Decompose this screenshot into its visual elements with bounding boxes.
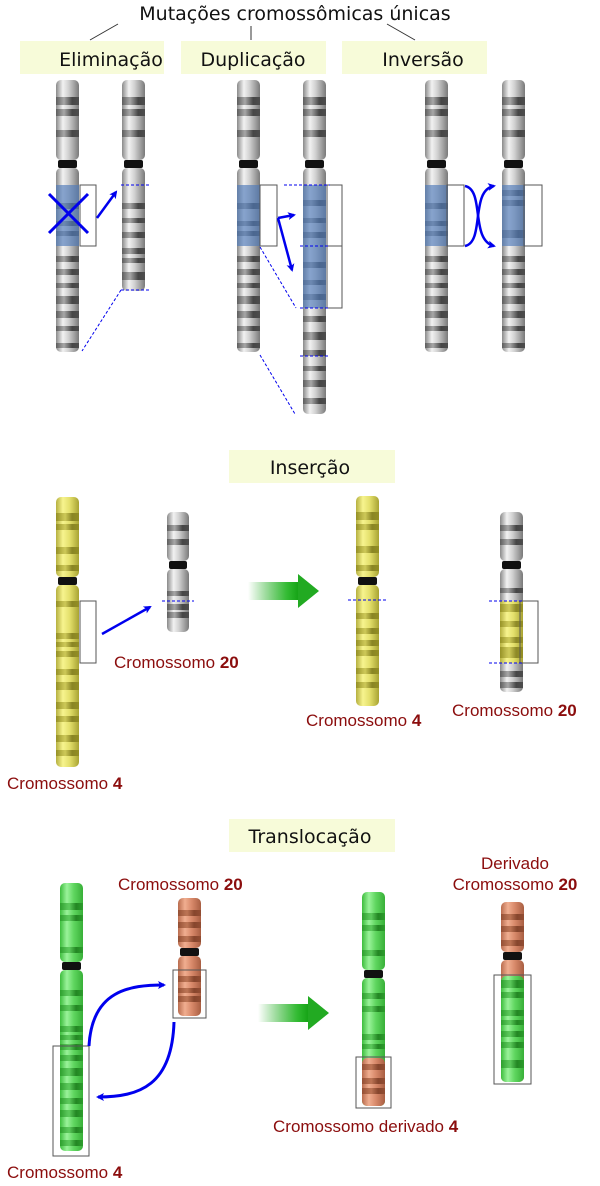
translocation-box-chr4-source: [52, 1045, 90, 1157]
centromere: [62, 962, 81, 970]
insertion-process-arrow: [248, 574, 319, 608]
insertion-arrow: [101, 605, 152, 636]
inversion-arrow-down: [464, 184, 496, 249]
translocation-box-chr20-source: [172, 969, 207, 1019]
insertion-label-chr20-result: Cromossomo 20: [452, 701, 577, 720]
chromosome-inverted: [502, 80, 525, 352]
centromere: [58, 160, 77, 168]
chromosome-normal-deletion: [56, 80, 79, 352]
centromere: [364, 970, 383, 978]
duplication-arrow-2: [276, 217, 295, 272]
translocation-label-chr20-source: Cromossomo 20: [118, 875, 243, 894]
inversion-bracket-left: [446, 184, 465, 247]
centromere: [239, 160, 258, 168]
centromere: [58, 577, 77, 585]
translocation-label-chr4-source: Cromossomo 4: [7, 1163, 123, 1182]
centromere: [124, 160, 143, 168]
centromere: [504, 160, 523, 168]
deletion-arrow: [95, 190, 118, 219]
insertion-bracket-source: [79, 600, 97, 664]
insertion-label-chr20-source: Cromossomo 20: [114, 653, 239, 672]
centromere: [305, 160, 324, 168]
highlighted-segment: [237, 185, 260, 246]
translocation-label-derived-chr20: Cromossomo 20: [453, 875, 578, 894]
chromosome-4-derived: [362, 892, 385, 1106]
header-deletion: Eliminação: [59, 49, 163, 71]
header-box-deletion: [20, 41, 164, 74]
duplication-bracket-1: [326, 184, 343, 247]
chromosome-4-insertion-result: [356, 496, 379, 706]
centromere: [358, 577, 377, 585]
highlighted-segment: [502, 185, 525, 246]
duplication-dash-diag-2: [259, 354, 296, 415]
header-box-translocation: [229, 819, 395, 852]
header-box-insertion: [229, 450, 395, 483]
inversion-arrow-up: [464, 183, 496, 248]
chromosome-duplicated: [303, 80, 326, 414]
centromere: [502, 561, 521, 569]
translocation-arrow-to-chr4: [96, 1021, 176, 1101]
chromosome-normal-duplication: [237, 80, 260, 352]
translocation-label-derived-chr20-line1: Derivado: [481, 854, 549, 873]
translocation-box-derived-chr4: [355, 1056, 392, 1109]
chromosome-4-insertion-source: [56, 497, 79, 767]
highlighted-segment: [425, 185, 448, 246]
header-inversion: Inversão: [382, 49, 464, 71]
centromere: [180, 948, 199, 956]
translocation-arrow-to-chr20: [87, 981, 166, 1047]
chromosome-20-translocation-source: [178, 898, 201, 1016]
header-duplication: Duplicação: [200, 49, 305, 71]
chromosome-20-insertion-result: [500, 512, 523, 692]
tree-line-right: [386, 23, 416, 41]
chromosome-20-derived: [501, 902, 524, 1082]
deletion-dash-diag: [81, 289, 122, 352]
translocation-process-arrow: [258, 996, 329, 1030]
deletion-bracket: [79, 184, 97, 247]
chromosome-normal-inversion: [425, 80, 448, 352]
inversion-bracket-right: [523, 184, 543, 247]
deletion-x-mark-2: [47, 192, 90, 235]
centromere: [169, 561, 187, 569]
duplication-arrow-1: [277, 212, 296, 221]
insertion-label-chr4-result: Cromossomo 4: [306, 711, 422, 730]
main-title: Mutações cromossômicas únicas: [139, 3, 450, 25]
chromosome-4-translocation-source: [60, 883, 83, 1151]
header-translocation: Translocação: [248, 826, 372, 848]
duplication-bracket-source: [259, 184, 278, 247]
centromere: [503, 952, 522, 960]
header-insertion: Inserção: [270, 457, 350, 479]
centromere: [427, 160, 446, 168]
translocation-label-derived-chr4: Cromossomo derivado 4: [273, 1117, 459, 1136]
chromosome-deleted: [122, 80, 145, 291]
insertion-label-chr4-source: Cromossomo 4: [7, 774, 123, 793]
header-box-inversion: [342, 41, 487, 74]
highlighted-segment: [303, 185, 326, 308]
duplication-dash-diag-1: [259, 246, 297, 309]
chromosome-20-insertion-source: [167, 512, 189, 632]
insertion-bracket-result: [519, 600, 539, 664]
tree-line-left: [89, 23, 119, 41]
header-box-duplication: [181, 41, 326, 74]
duplication-bracket-2: [326, 245, 343, 309]
translocation-box-derived-chr20: [493, 974, 532, 1085]
